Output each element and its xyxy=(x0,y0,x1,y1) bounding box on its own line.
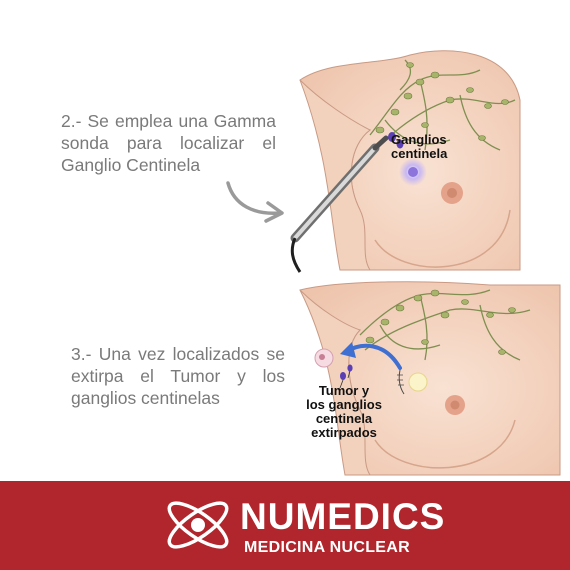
step-2-text: 2.- Se emplea una Gamma sonda para local… xyxy=(61,111,276,175)
label-tumor-line-4: extirpados xyxy=(311,425,377,440)
step-3-text: 3.- Una vez localizados se extirpa el Tu… xyxy=(71,344,285,408)
curved-arrow-top xyxy=(226,181,284,223)
label-tumor-extirpados: Tumor y los ganglios centinela extirpado… xyxy=(303,384,385,440)
label-ganglios-line-1: Ganglios xyxy=(391,132,447,147)
label-ganglios-line-2: centinela xyxy=(391,146,448,161)
label-tumor-line-2: los ganglios xyxy=(306,397,382,412)
numedics-logo-icon xyxy=(167,501,229,549)
label-ganglios-centinela: Ganglios centinela xyxy=(391,133,447,161)
breast-illustration-excision xyxy=(299,281,561,476)
breast-illustration-probe xyxy=(290,50,521,273)
brand-name: NUMEDICS xyxy=(240,496,446,537)
label-tumor-line-3: centinela xyxy=(315,411,373,426)
brand-subtitle: MEDICINA NUCLEAR xyxy=(244,539,410,556)
brand-footer xyxy=(0,481,570,570)
label-tumor-line-1: Tumor y xyxy=(318,383,370,398)
